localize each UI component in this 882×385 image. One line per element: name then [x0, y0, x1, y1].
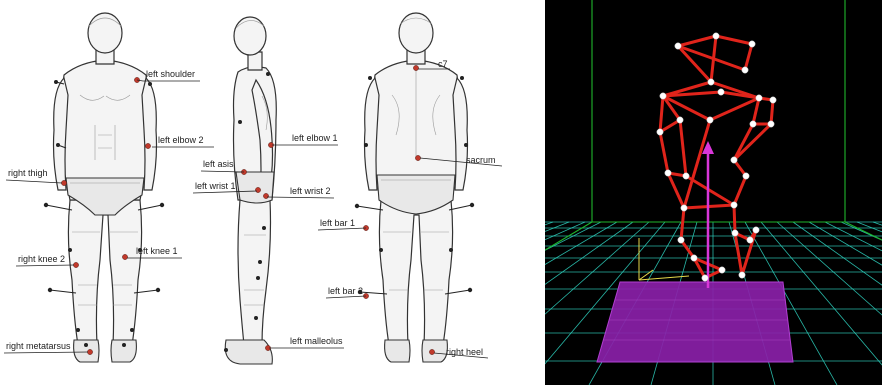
skeleton-marker — [731, 157, 737, 163]
label-left-asis: left asis — [203, 159, 234, 169]
skeleton-marker — [660, 93, 666, 99]
skeleton-marker — [657, 129, 663, 135]
label-left-wrist-1: left wrist 1 — [195, 181, 236, 191]
skeleton-marker — [707, 117, 713, 123]
skeleton-marker — [743, 173, 749, 179]
viewer-svg — [545, 0, 882, 385]
skeleton-marker — [675, 43, 681, 49]
label-right-knee-2: right knee 2 — [18, 254, 65, 264]
marker-placement-svg: left shoulder left elbow 2 right thigh r… — [0, 0, 545, 385]
skeleton-marker — [731, 202, 737, 208]
skeleton-marker — [749, 41, 755, 47]
label-right-thigh: right thigh — [8, 168, 48, 178]
label-left-elbow-2: left elbow 2 — [158, 135, 204, 145]
label-left-elbow-1: left elbow 1 — [292, 133, 338, 143]
label-right-metatarsus: right metatarsus — [6, 341, 71, 351]
skeleton-marker — [750, 121, 756, 127]
skeleton-marker — [739, 272, 745, 278]
force-plate — [597, 282, 793, 362]
label-left-malleolus: left malleolus — [290, 336, 343, 346]
skeleton-marker — [702, 275, 708, 281]
skeleton-bone — [771, 100, 773, 124]
skeleton-marker — [732, 230, 738, 236]
skeleton-marker — [713, 33, 719, 39]
skeleton-marker — [678, 237, 684, 243]
skeleton-marker — [719, 267, 725, 273]
label-c7: c7 — [438, 59, 448, 69]
skeleton-marker — [747, 237, 753, 243]
skeleton-marker — [677, 117, 683, 123]
skeleton-marker — [708, 79, 714, 85]
back-view-figure — [355, 13, 474, 362]
label-left-bar-1: left bar 1 — [320, 218, 355, 228]
label-left-wrist-2: left wrist 2 — [290, 186, 331, 196]
motion-capture-3d-view — [545, 0, 882, 385]
skeleton-marker — [665, 170, 671, 176]
skeleton-marker — [742, 67, 748, 73]
skeleton-marker — [683, 173, 689, 179]
skeleton-marker — [770, 97, 776, 103]
skeleton-marker — [756, 95, 762, 101]
skeleton-marker — [691, 255, 697, 261]
skeleton-marker — [768, 121, 774, 127]
skeleton-marker — [753, 227, 759, 233]
label-left-bar-2: left bar 2 — [328, 286, 363, 296]
label-sacrum: sacrum — [466, 155, 496, 165]
marker-placement-illustration: left shoulder left elbow 2 right thigh r… — [0, 0, 545, 385]
front-view-figure — [44, 13, 164, 362]
skeleton-marker — [718, 89, 724, 95]
label-left-knee-1: left knee 1 — [136, 246, 178, 256]
label-left-shoulder: left shoulder — [146, 69, 195, 79]
skeleton-marker — [681, 205, 687, 211]
force-plate-surface — [597, 282, 793, 362]
skeleton-bone — [734, 205, 735, 233]
